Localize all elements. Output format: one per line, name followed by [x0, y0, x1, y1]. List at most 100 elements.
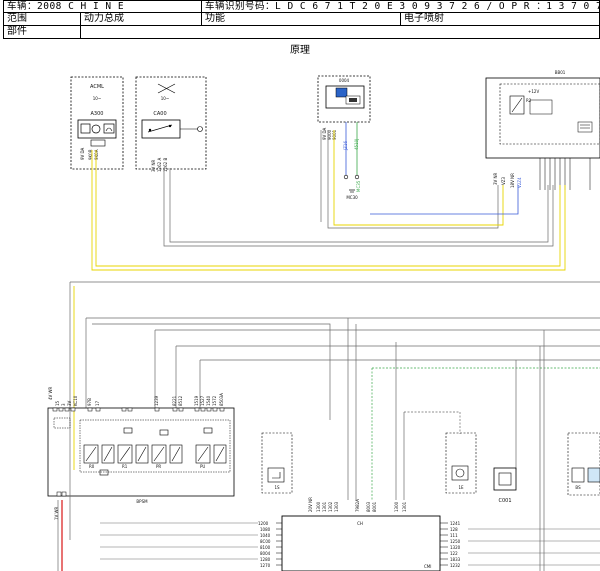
ch-top-pin-4: 1303: [334, 501, 339, 512]
top-center-connector: MC35: [356, 180, 361, 192]
bpsm-pin-4: KC10: [73, 395, 78, 406]
ch-top-pin-9: 1301: [402, 501, 407, 512]
ch-left-pin-1: 1080: [260, 527, 271, 532]
bpsm-pin-8: 8221: [172, 395, 177, 406]
bpsm-relay-2: PR: [156, 464, 161, 469]
left-fuse-label: 1V WR: [54, 506, 59, 520]
top-center-module: 0004 9V DA 9000 9001 JZ16 4510J MC35 MC3…: [317, 75, 371, 200]
ch-top-pin-6: 8003: [366, 501, 371, 512]
ch-left-pin-4: 8100: [260, 545, 271, 550]
c600-module: 10~ CA00 3V NR 1262 A 1262 B: [135, 76, 207, 172]
svg-text:10~: 10~: [93, 96, 101, 101]
ch-top-pin-0: 20V NR: [308, 497, 313, 512]
bpsm-code: BPSM: [136, 499, 148, 504]
top-right-voltage: +12V: [528, 89, 539, 94]
ch-top-pin-8: 1300: [394, 501, 399, 512]
header-table: 车辆：2008 C H I N E 车辆识别号码：L D C 6 7 1 T 2…: [0, 0, 600, 40]
ch-left-pin-5: 8004: [260, 551, 271, 556]
mid-block-1: 1S: [261, 432, 293, 494]
ch-ecu: CH CMI 20V NR 1300 1301 1302 1303 7982A …: [100, 497, 600, 571]
a300-code: A300: [91, 111, 104, 117]
bpsm-pin-7: 1239: [154, 395, 159, 406]
ch-left-pin-7: 1270: [260, 563, 271, 568]
left-power-wire: 1V WR: [54, 470, 71, 571]
mid-block-2: 1E: [445, 432, 477, 494]
ch-top-pin-3: 1302: [328, 501, 333, 512]
c001-label: C001: [498, 498, 511, 504]
right-block-code: BS: [575, 485, 581, 490]
ch-right-pin-2: 111: [450, 533, 458, 538]
top-right-pin-1: VZ3: [501, 177, 506, 185]
c001-block: C001: [493, 467, 517, 504]
bpsm-relay-1: R1: [122, 464, 128, 469]
bpsm-pin-11: 1527: [200, 395, 205, 406]
top-center-code: 0004: [339, 78, 350, 83]
a300-module: ACML 10~ A300 9V DA 9K0B 9K0A: [70, 76, 124, 170]
bpsm-pin-12: 1540: [206, 395, 211, 406]
c600-pin-1: 1262 A: [157, 158, 162, 172]
right-block: BS: [567, 432, 600, 496]
c600-pin-0: 3V NR: [151, 159, 156, 172]
ch-left-pin-2: 1040: [260, 533, 271, 538]
bpsm-pin-1: 15: [55, 400, 60, 406]
ch-left-pin-3: 8C00: [260, 539, 271, 544]
c600-code: CA00: [153, 111, 166, 117]
top-center-wire-0: JZ16: [343, 141, 348, 151]
bpsm-pin-5: 97B: [87, 398, 92, 406]
bpsm-relay-0: R0: [89, 464, 95, 469]
bpsm-pin-13: 1572: [212, 395, 217, 406]
c600-pin-2: 1262 B: [163, 158, 168, 172]
part-label-cell: 部件: [3, 25, 81, 39]
mc30-label: MC30: [346, 195, 358, 200]
bpsm-pin-0: 4V WR: [48, 386, 53, 400]
ch-right-pin-6: 1833: [450, 557, 461, 562]
antenna-icon: [103, 123, 115, 134]
a300-title: ACML: [90, 84, 104, 90]
top-right-pin-3: V2Z4: [517, 177, 522, 188]
ch-right-pin-1: 128: [450, 527, 458, 532]
ch-right-pin-0: 1241: [450, 521, 461, 526]
display-icon: [335, 87, 348, 98]
ecu-icon: [577, 121, 593, 133]
ch-right-pin-7: 1232: [450, 563, 461, 568]
mid-block-2-code: 1E: [458, 485, 464, 490]
a300-pin-2: 9K0A: [94, 149, 99, 160]
bpsm-pin-9: 8512: [178, 395, 183, 406]
bpsm-relay-3: PU: [200, 464, 205, 469]
bpsm-pin-3: 3V: [67, 400, 72, 406]
section-title: 原理: [290, 45, 310, 56]
ch-right-pin-3: 1250: [450, 539, 461, 544]
bpsm-pin-10: 1519: [194, 395, 199, 406]
top-center-wire-1: 4510J: [354, 139, 359, 150]
a300-pin-1: 9K0B: [88, 149, 93, 160]
ch-right-pin-4: 1320: [450, 545, 461, 550]
gauge-icon: [80, 123, 91, 134]
wire-bundle: [69, 130, 600, 571]
ch-top-pin-7: 8001: [372, 501, 377, 512]
top-right-relay: R2: [526, 98, 532, 103]
ch-right-pin-5: 122: [450, 551, 458, 556]
bpsm-module: 4V WR 15 3 3V KC10 97B 17 1239 8221 8512…: [47, 386, 235, 504]
top-right-pin-0: 3V NR: [493, 172, 498, 185]
ch-top-pin-1: 1300: [316, 501, 321, 512]
ch-label: CH: [357, 521, 363, 526]
top-center-pin-2: 9001: [332, 129, 337, 140]
mid-block-1-code: 1S: [274, 485, 280, 490]
top-center-pin-1: 9000: [327, 129, 332, 140]
ch-left-pin-6: 1280: [260, 557, 271, 562]
ch-top-pin-5: 7982A: [355, 499, 360, 512]
top-right-code: BB01: [555, 70, 566, 75]
bpsm-pin-2: 3: [61, 403, 66, 406]
top-center-pin-0: 9V DA: [322, 127, 327, 140]
bpsm-pin-14: 8503A: [219, 393, 224, 406]
ch-left-pin-0: 1200: [258, 521, 269, 526]
bpsm-pin-6: 17: [95, 400, 100, 406]
sensor-icon: [197, 126, 203, 132]
top-right-module: BB01 +12V R2 3V NR VZ3 18V NR V2Z4: [485, 70, 600, 190]
top-right-pin-2: 18V NR: [510, 173, 515, 188]
ch-top-pin-2: 1301: [322, 501, 327, 512]
svg-text:10~: 10~: [161, 96, 169, 101]
a300-pin-0: 9V DA: [80, 147, 85, 160]
cmi-label: CMI: [424, 564, 431, 569]
